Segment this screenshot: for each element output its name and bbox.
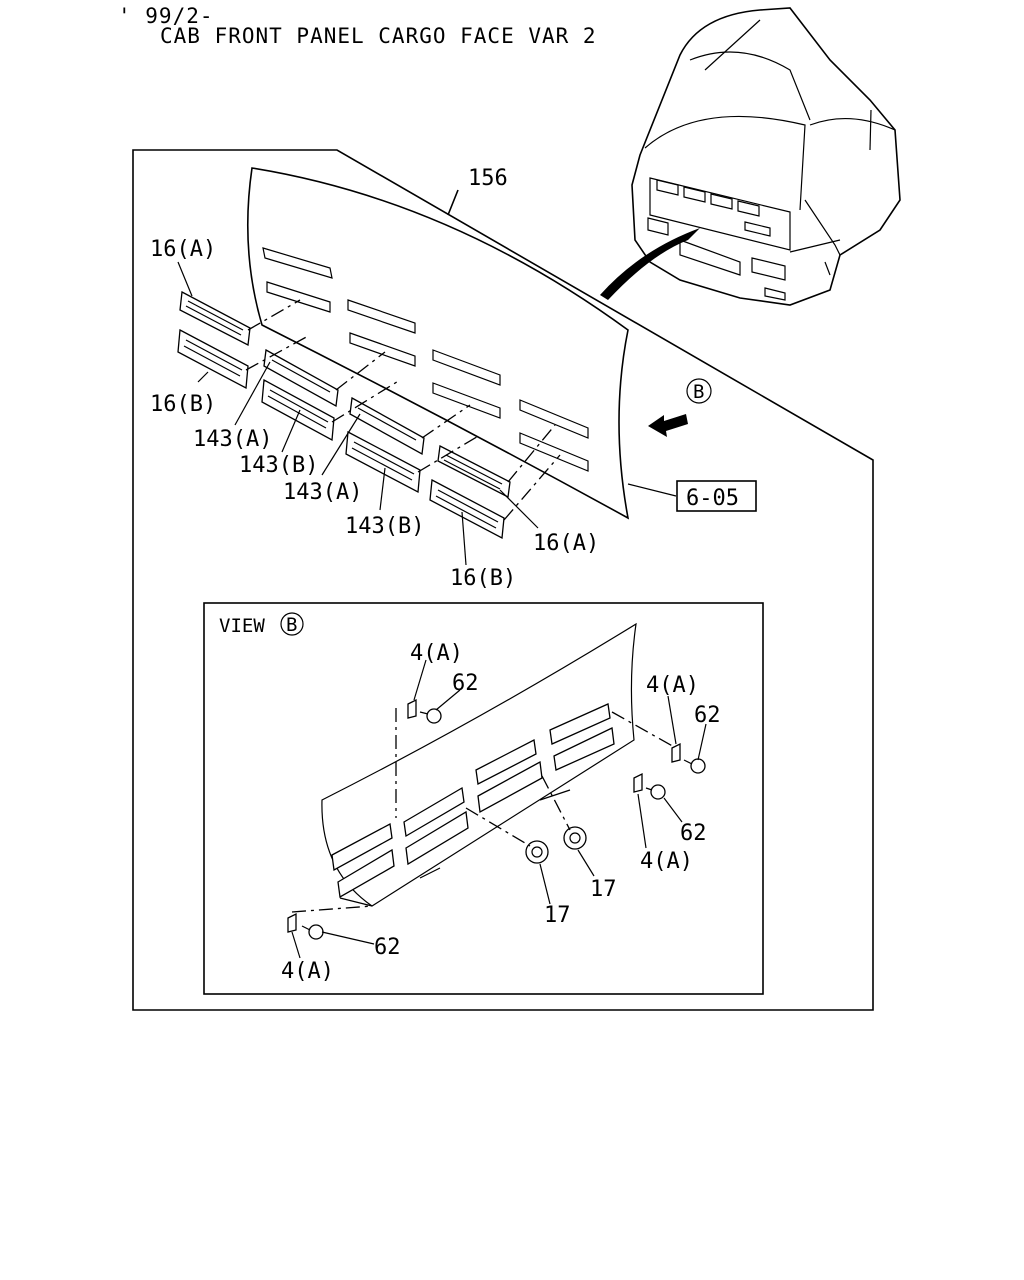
leader-lines — [177, 261, 677, 566]
label-clip-left: 4(A) — [281, 959, 334, 984]
nut-17-right — [563, 826, 587, 850]
fitting-lines — [245, 299, 561, 521]
label-16b-bottom: 16(B) — [450, 566, 516, 591]
bolt-62-right-top — [683, 758, 706, 774]
label-clip-top: 4(A) — [410, 641, 463, 666]
label-143a-1: 143(A) — [193, 427, 272, 452]
detail-view-marker-circle — [280, 612, 304, 636]
label-16a-right: 16(A) — [533, 531, 599, 556]
reference-box — [676, 480, 757, 512]
grille-16b-bottom — [429, 478, 505, 540]
grille-parts — [177, 290, 511, 540]
nut-17-center — [525, 840, 549, 864]
label-143b-2: 143(B) — [345, 514, 424, 539]
grille-143b-1 — [261, 378, 335, 442]
grille-16b-left — [177, 328, 249, 390]
bolt-62-left — [301, 924, 324, 940]
grille-143b-2 — [345, 430, 421, 494]
detail-view-title: VIEW — [219, 615, 265, 637]
reference-box-label: 6-05 — [686, 486, 739, 511]
detail-view-frame — [203, 602, 764, 995]
date-code: ' 99/2- — [118, 4, 214, 28]
clip-4a-left — [287, 912, 297, 933]
label-nut-right: 17 — [590, 877, 617, 902]
grille-16a-top — [179, 290, 251, 347]
label-16a-top: 16(A) — [150, 237, 216, 262]
grille-143a-1 — [263, 348, 339, 408]
detail-fasteners — [287, 698, 706, 940]
bolt-62-top — [419, 708, 442, 724]
detail-view-marker: B — [286, 614, 297, 636]
front-panel-156 — [246, 167, 630, 520]
grille-16a-right — [437, 445, 511, 498]
label-156: 156 — [468, 166, 508, 191]
label-16b-left: 16(B) — [150, 392, 216, 417]
label-143b-1: 143(B) — [239, 453, 318, 478]
label-nut-center: 17 — [544, 903, 571, 928]
diagram-title: CAB FRONT PANEL CARGO FACE VAR 2 — [160, 24, 597, 48]
label-bolt-left: 62 — [374, 935, 401, 960]
view-marker-b: B — [693, 381, 704, 403]
truck-cab-illustration — [600, 7, 901, 306]
clip-4a-top — [407, 698, 417, 719]
label-clip-right-top: 4(A) — [646, 673, 699, 698]
label-bolt-right-mid: 62 — [680, 821, 707, 846]
clip-4a-right-mid — [633, 772, 643, 793]
label-bolt-top: 62 — [452, 671, 479, 696]
detail-panel — [291, 622, 677, 913]
detail-grille-strips — [331, 703, 615, 907]
view-arrow-b — [648, 378, 712, 437]
clip-4a-right-top — [671, 742, 681, 763]
bolt-62-right-mid — [645, 784, 666, 800]
label-143a-2: 143(A) — [283, 480, 362, 505]
grille-143a-2 — [349, 396, 425, 456]
detail-leader-lines — [291, 659, 707, 959]
label-bolt-right-top: 62 — [694, 703, 721, 728]
outer-frame — [132, 149, 874, 1011]
label-clip-right-mid: 4(A) — [640, 849, 693, 874]
